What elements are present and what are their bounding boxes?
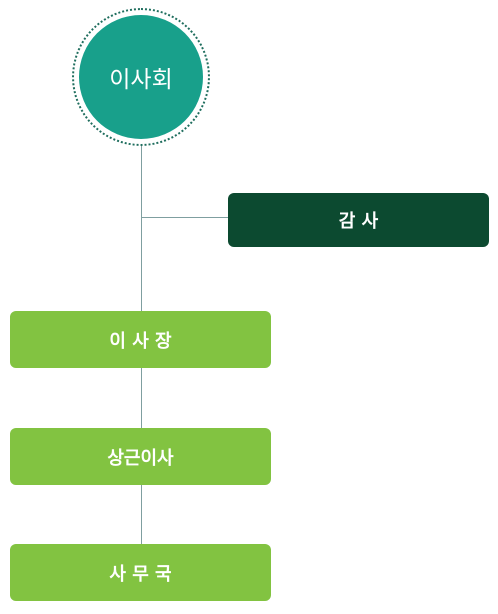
connector-chairman-to-standing-director — [141, 368, 142, 428]
board-node-ring: 이사회 — [72, 8, 210, 146]
chairman-node: 이 사 장 — [10, 311, 271, 368]
standing-director-label: 상근이사 — [107, 447, 174, 469]
board-node: 이사회 — [79, 15, 203, 139]
connector-board-to-chairman — [141, 146, 142, 311]
standing-director-node: 상근이사 — [10, 428, 271, 485]
chairman-label: 이 사 장 — [109, 330, 172, 352]
connector-to-auditor — [141, 217, 229, 218]
connector-standing-director-to-secretariat — [141, 485, 142, 544]
auditor-label: 감 사 — [338, 211, 379, 232]
board-label: 이사회 — [109, 67, 173, 93]
auditor-node: 감 사 — [228, 193, 489, 247]
secretariat-node: 사 무 국 — [10, 544, 271, 601]
secretariat-label: 사 무 국 — [109, 563, 172, 585]
